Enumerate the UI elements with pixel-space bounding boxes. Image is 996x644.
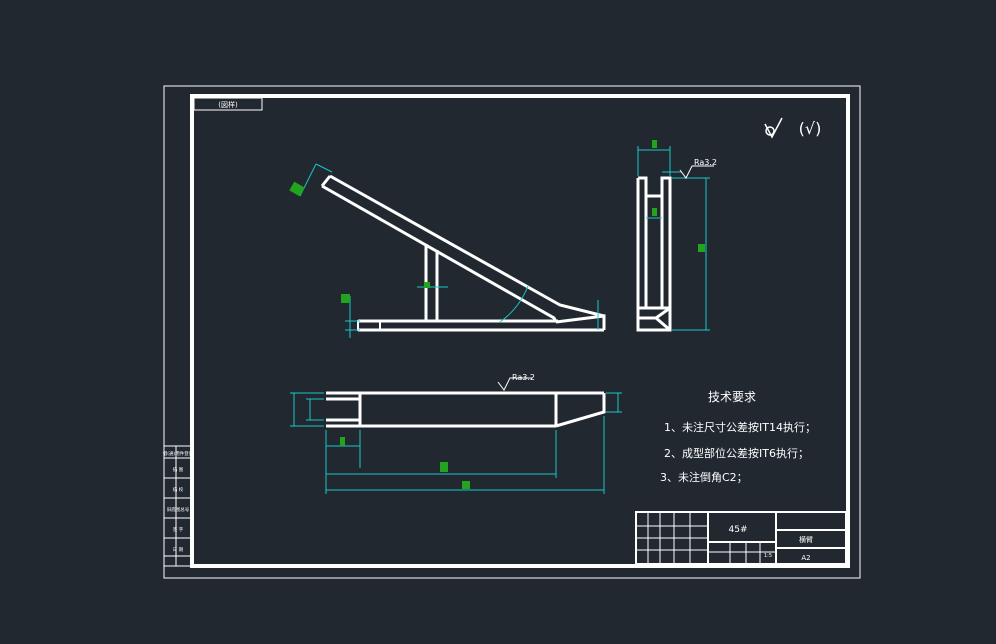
title-tag: (図样) [193, 97, 263, 111]
tech-requirement-item: 1、未注尺寸公差按IT14执行； [664, 420, 816, 434]
stamp-label: 旧底图总号 [167, 506, 190, 513]
outer-sheet-border [163, 85, 861, 579]
scale-label: 1:5 [764, 553, 772, 559]
title-block [635, 511, 847, 565]
surface-finish-text: Ra3.2 [694, 158, 717, 167]
roughness-symbol: (√) [764, 117, 822, 139]
front-view [320, 174, 606, 332]
inner-drawing-frame [190, 94, 850, 568]
base-end-cap [357, 320, 381, 331]
surface-finish-text: Ra3.2 [512, 373, 535, 382]
technical-requirements: 技术要求 1、未注尺寸公差按IT14执行； 2、成型部位公差按IT6执行； 3、… [660, 390, 816, 484]
side-view-dim-markers [652, 140, 705, 252]
surface-finish-mark-side: Ra3.2 [679, 158, 717, 179]
stamp-label: 借(通)用件登记 [163, 450, 194, 457]
material-label: 45# [729, 525, 748, 535]
stamp-label: 描 图 [173, 466, 184, 473]
side-channel-outline [636, 176, 672, 332]
sheet-size-label: A2 [801, 554, 810, 562]
part-name-label: 横臂 [799, 535, 813, 544]
title-tag-text: (図样) [218, 100, 238, 109]
tech-requirement-item: 3、未注倒角C2； [660, 470, 748, 484]
top-view [326, 391, 606, 428]
arm-lower-edge [321, 184, 558, 323]
stamp-label: 签 字 [173, 526, 184, 533]
arm-upper-edge [329, 174, 605, 318]
tip-edge [555, 314, 606, 330]
stamp-label: 描 校 [173, 486, 184, 493]
top-view-dim-markers [340, 437, 470, 489]
stamp-label: 日 期 [173, 547, 184, 553]
side-view [636, 176, 672, 332]
top-view-dimensions [290, 392, 622, 494]
tech-requirements-heading: 技术要求 [708, 390, 756, 404]
side-view-dimensions [637, 146, 710, 331]
top-end-cap [320, 175, 332, 187]
tech-requirement-item: 2、成型部位公差按IT6执行； [664, 446, 809, 460]
side-stamp-table: 借(通)用件登记 描 图 描 校 旧底图总号 签 字 日 期 [163, 445, 194, 567]
front-view-dim-markers [289, 181, 430, 303]
top-view-tip [555, 393, 606, 428]
roughness-symbol-text: (√) [799, 119, 822, 138]
front-view-dimensions [299, 163, 599, 338]
surface-finish-mark-top: Ra3.2 [497, 373, 535, 391]
top-view-slot [326, 397, 362, 422]
